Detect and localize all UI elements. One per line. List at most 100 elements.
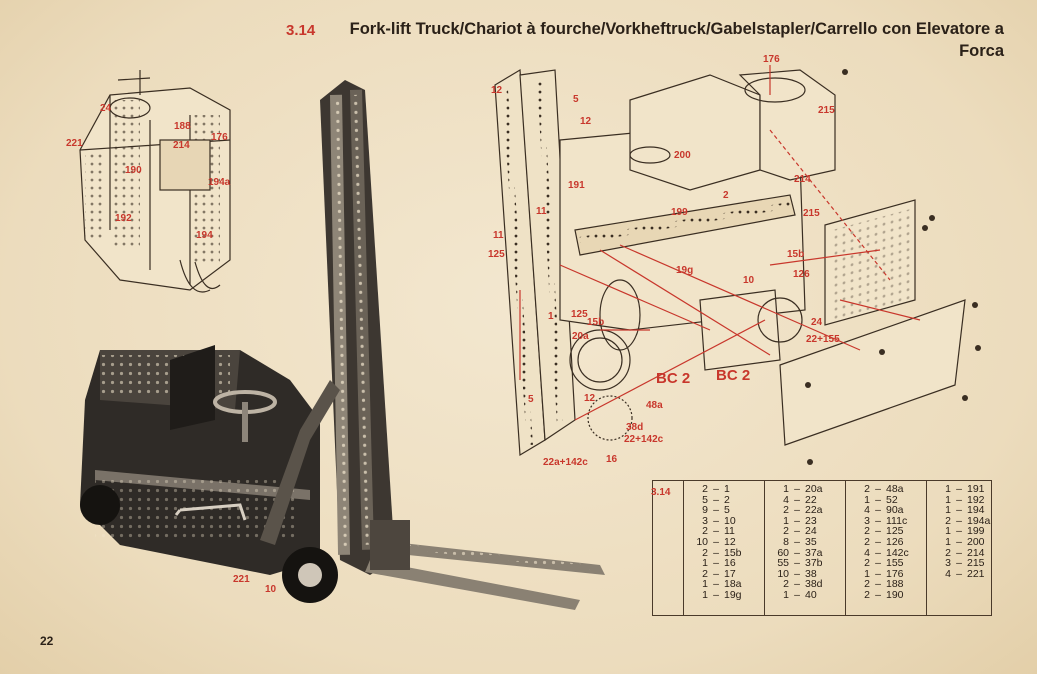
part-number: 48a	[886, 483, 904, 495]
part-number: 23	[805, 514, 817, 527]
parts-row: 1–16	[690, 558, 764, 569]
part-label: 125	[488, 249, 505, 260]
part-number: 10	[724, 514, 736, 527]
part-dash: –	[956, 557, 962, 570]
part-dash: –	[794, 504, 800, 517]
part-label: 126	[793, 269, 810, 280]
part-quantity: 1	[864, 567, 870, 580]
part-label: 22+155	[806, 334, 840, 345]
part-label: 221	[233, 574, 250, 585]
part-number: 221	[967, 567, 985, 580]
part-dash: –	[875, 504, 881, 517]
parts-row: 1–52	[852, 493, 926, 506]
parts-row: 4–22	[771, 493, 845, 506]
part-dash: –	[713, 493, 719, 506]
part-dash: –	[875, 557, 881, 570]
part-label: 10	[743, 275, 755, 286]
part-label: 188	[174, 121, 191, 132]
part-label: 19g	[676, 265, 693, 276]
part-dash: –	[794, 546, 800, 559]
parts-row: 1–20a	[771, 484, 845, 495]
part-number: 22	[805, 493, 817, 506]
part-quantity: 60	[777, 546, 789, 559]
part-dash: –	[794, 514, 800, 527]
parts-row: 60–37a	[771, 546, 845, 559]
part-label: 15b	[787, 249, 804, 260]
part-number: 125	[886, 525, 904, 538]
part-number: 215	[967, 557, 985, 570]
part-number: 190	[886, 588, 904, 601]
part-quantity: 1	[945, 525, 951, 538]
part-quantity: 2	[783, 504, 789, 517]
part-number: 188	[886, 578, 904, 591]
part-dash: –	[875, 588, 881, 601]
part-quantity: 2	[864, 535, 870, 548]
part-label: 38d	[626, 422, 643, 433]
part-quantity: 2	[783, 525, 789, 538]
parts-row: 2–188	[852, 579, 926, 590]
part-label: BC 2	[656, 370, 690, 387]
exploded-labels: 176 12 5 12 215 200 191 214 2 11 199 215…	[488, 54, 840, 468]
part-number: 18a	[724, 578, 742, 591]
part-quantity: 2	[945, 546, 951, 559]
part-label: 200	[674, 150, 691, 161]
part-label: 12	[584, 393, 596, 404]
part-quantity: 3	[864, 514, 870, 527]
part-label: 5	[573, 94, 579, 105]
part-dash: –	[875, 525, 881, 538]
parts-row: 3–10	[690, 516, 764, 527]
part-quantity: 2	[945, 514, 951, 527]
part-number: 155	[886, 557, 904, 570]
part-dash: –	[713, 535, 719, 548]
part-label: 22+142c	[624, 434, 664, 445]
part-label: 192	[115, 213, 132, 224]
part-dash: –	[794, 588, 800, 601]
part-quantity: 3	[945, 557, 951, 570]
part-label: 221	[66, 138, 83, 149]
part-dash: –	[713, 578, 719, 591]
part-quantity: 9	[702, 504, 708, 517]
parts-row: 2–24	[771, 526, 845, 537]
part-label: 215	[818, 105, 835, 116]
part-quantity: 1	[783, 483, 789, 495]
parts-row: 2–11	[690, 526, 764, 537]
part-dash: –	[956, 546, 962, 559]
part-quantity: 2	[864, 578, 870, 591]
part-label: 10	[265, 584, 277, 595]
part-quantity: 8	[783, 535, 789, 548]
parts-row: 1–176	[852, 569, 926, 580]
part-number: 38d	[805, 578, 823, 591]
part-number: 22a	[805, 504, 823, 517]
part-quantity: 1	[864, 493, 870, 506]
part-quantity: 2	[702, 567, 708, 580]
part-quantity: 2	[864, 588, 870, 601]
part-dash: –	[956, 483, 962, 495]
parts-row: 1–191	[933, 484, 1007, 495]
part-dash: –	[794, 557, 800, 570]
part-label: 15b	[587, 317, 604, 328]
part-number: 1	[724, 483, 730, 495]
part-label: 5	[528, 394, 534, 405]
part-label: 16	[606, 454, 618, 465]
part-number: 15b	[724, 546, 742, 559]
parts-row: 2–22a	[771, 505, 845, 516]
part-number: 17	[724, 567, 736, 580]
parts-row: 5–2	[690, 493, 764, 506]
parts-row: 1–40	[771, 590, 845, 601]
part-number: 35	[805, 535, 817, 548]
part-label: 11	[536, 206, 547, 217]
part-label: BC 2	[716, 367, 750, 384]
part-dash: –	[956, 525, 962, 538]
parts-row: 2–48a	[852, 484, 926, 495]
parts-row: 1–18a	[690, 579, 764, 590]
part-number: 40	[805, 588, 817, 601]
part-quantity: 4	[864, 504, 870, 517]
parts-row: 8–35	[771, 537, 845, 548]
part-quantity: 2	[702, 546, 708, 559]
inset-drawing	[79, 70, 231, 293]
part-number: 5	[724, 504, 730, 517]
